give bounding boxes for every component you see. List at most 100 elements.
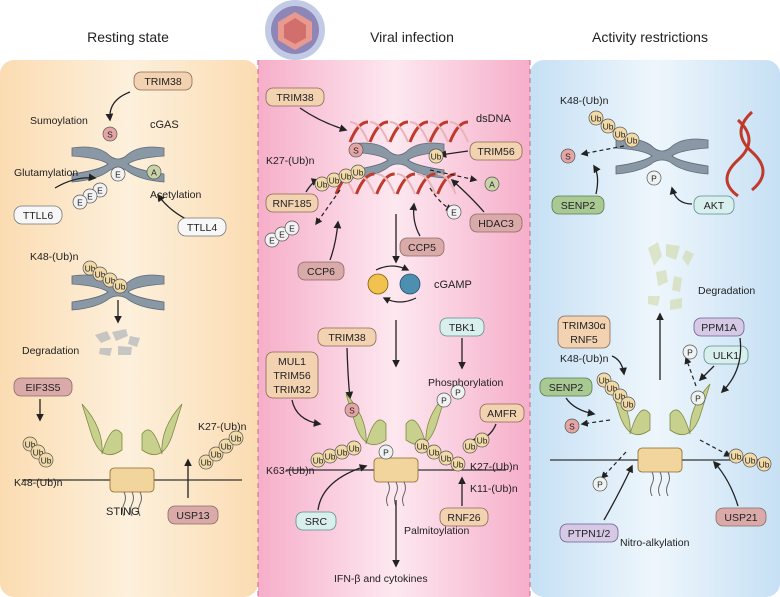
mod-badge-text: Ub bbox=[115, 282, 126, 292]
svg-text:TRIM38: TRIM38 bbox=[144, 76, 182, 88]
mod-badge-ub: Ub bbox=[728, 448, 744, 464]
usp21-arrow bbox=[712, 460, 739, 507]
mod-badge-text: Ub bbox=[465, 442, 476, 452]
sumoylation-label: Sumoylation bbox=[30, 115, 88, 127]
svg-text:ULK1: ULK1 bbox=[713, 350, 739, 362]
mod-badge-text: Ub bbox=[337, 448, 348, 458]
mod-badge-p: P bbox=[592, 476, 608, 492]
mod-badge-ub: Ub bbox=[218, 438, 234, 454]
mod-badge-text: Ub bbox=[317, 180, 328, 190]
rnf26-box: RNF26 bbox=[439, 507, 489, 527]
ppm1a-box: PPM1A bbox=[693, 317, 745, 337]
mod-badge-text: E bbox=[97, 186, 103, 196]
sting-tail bbox=[130, 491, 134, 517]
svg-text:RNF5: RNF5 bbox=[570, 334, 598, 346]
svg-text:USP13: USP13 bbox=[176, 510, 209, 522]
mod-badge-text: Ub bbox=[349, 444, 360, 454]
resting-k48b-label: K48-(Ub)n bbox=[14, 477, 63, 489]
dna-stroke-back bbox=[437, 173, 457, 195]
sting-tail bbox=[402, 481, 406, 507]
svg-text:EIF3S5: EIF3S5 bbox=[25, 382, 60, 394]
sting-tail bbox=[394, 481, 398, 507]
senp2b-box: SENP2 bbox=[539, 377, 593, 397]
dsdna-helix-top bbox=[348, 120, 469, 143]
mod-badge-text: Ub bbox=[731, 452, 742, 462]
mod-badge-p: P bbox=[690, 390, 706, 406]
mod-badge-text: E bbox=[115, 170, 121, 180]
mod-badge-text: S bbox=[353, 146, 359, 156]
dna-stroke-back bbox=[396, 173, 416, 195]
mod-badge-text: Ub bbox=[591, 114, 602, 124]
ulk1-box: ULK1 bbox=[703, 345, 749, 365]
restrict-title: Activity restrictions bbox=[592, 29, 708, 45]
p-dash-arrow-bottom bbox=[601, 451, 627, 480]
akt-box: AKT bbox=[693, 195, 735, 215]
sting-protein-restrict bbox=[550, 383, 770, 497]
cgas-shape bbox=[351, 142, 445, 179]
resting-title: Resting state bbox=[87, 29, 169, 45]
cgas-protein-resting bbox=[71, 146, 165, 183]
senp2-dash-arrow bbox=[580, 145, 625, 157]
mod-badge-text: S bbox=[569, 422, 575, 432]
resting-k48-label: K48-(Ub)n bbox=[30, 251, 79, 263]
sting-tail bbox=[650, 471, 654, 497]
ulk1-arrow bbox=[698, 365, 715, 382]
ppm1a-arrow bbox=[720, 337, 742, 394]
resting-k27-label: K27-(Ub)n bbox=[198, 421, 247, 433]
mod-badge-text: A bbox=[151, 168, 157, 178]
s-dash-arrow-restrict bbox=[580, 419, 611, 427]
mod-badge-text: Ub bbox=[429, 448, 440, 458]
virus-icon bbox=[265, 0, 325, 60]
svg-text:RNF26: RNF26 bbox=[447, 512, 480, 524]
src-box: SRC bbox=[295, 511, 337, 531]
mod-badge-text: Ub bbox=[453, 460, 464, 470]
mod-badge-text: E bbox=[87, 192, 93, 202]
mod-badge-p: P bbox=[646, 170, 662, 186]
viral-k27-label: K27-(Ub)n bbox=[266, 155, 315, 167]
mod-badge-ub: Ub bbox=[414, 438, 430, 454]
mod-badge-text: Ub bbox=[615, 392, 626, 402]
viral-title: Viral infection bbox=[370, 29, 454, 45]
mod-badge-s: S bbox=[348, 142, 364, 158]
sting-tail bbox=[138, 491, 142, 517]
mod-badge-text: Ub bbox=[627, 136, 638, 146]
svg-text:SRC: SRC bbox=[305, 516, 328, 528]
rnf185-box: RNF185 bbox=[265, 193, 319, 213]
mod-badge-text: Ub bbox=[431, 152, 442, 162]
restrict-k48-label: K48-(Ub)n bbox=[560, 95, 609, 107]
mod-badge-text: Ub bbox=[221, 442, 232, 452]
svg-text:SENP2: SENP2 bbox=[549, 382, 584, 394]
svg-text:TBK1: TBK1 bbox=[449, 322, 475, 334]
degraded-fragments-resting bbox=[95, 329, 140, 356]
palmitoylation-label: Palmitoylation bbox=[404, 525, 470, 537]
svg-text:TRIM32: TRIM32 bbox=[273, 384, 311, 396]
ccp5-box: CCP5 bbox=[399, 237, 445, 257]
mod-badge-text: Ub bbox=[211, 450, 222, 460]
mod-badge-ub: Ub bbox=[756, 456, 772, 472]
mod-badge-text: S bbox=[349, 406, 355, 416]
cgamp-molecule bbox=[367, 264, 421, 304]
ccp6-arrow bbox=[329, 220, 342, 261]
mod-badge-ub: Ub bbox=[588, 110, 604, 126]
mod-badge-p: P bbox=[682, 344, 698, 360]
glutamylation-label: Glutamylation bbox=[14, 167, 78, 179]
mod-badge-s: S bbox=[344, 402, 360, 418]
svg-text:AKT: AKT bbox=[704, 200, 725, 212]
svg-text:SENP2: SENP2 bbox=[561, 200, 596, 212]
mod-badge-text: E bbox=[269, 236, 275, 246]
restrict-degradation-label: Degradation bbox=[698, 285, 755, 297]
mod-badge-text: P bbox=[687, 348, 693, 358]
tbk1-box: TBK1 bbox=[439, 317, 485, 337]
trim56-arrow bbox=[438, 150, 469, 158]
mod-badge-text: Ub bbox=[329, 176, 340, 186]
mod-badge-s: S bbox=[564, 418, 580, 434]
mod-badge-p: P bbox=[436, 392, 452, 408]
mod-badge-ub: Ub bbox=[338, 168, 354, 184]
trim38-arrow bbox=[105, 91, 131, 122]
mod-badge-ub: Ub bbox=[612, 126, 628, 142]
resting-panel-bg bbox=[0, 60, 258, 597]
senp2-arrow bbox=[593, 164, 601, 195]
mod-badge-ub: Ub bbox=[350, 164, 366, 180]
cgas-label: cGAS bbox=[150, 119, 179, 131]
senp2b-arrow bbox=[565, 397, 596, 417]
